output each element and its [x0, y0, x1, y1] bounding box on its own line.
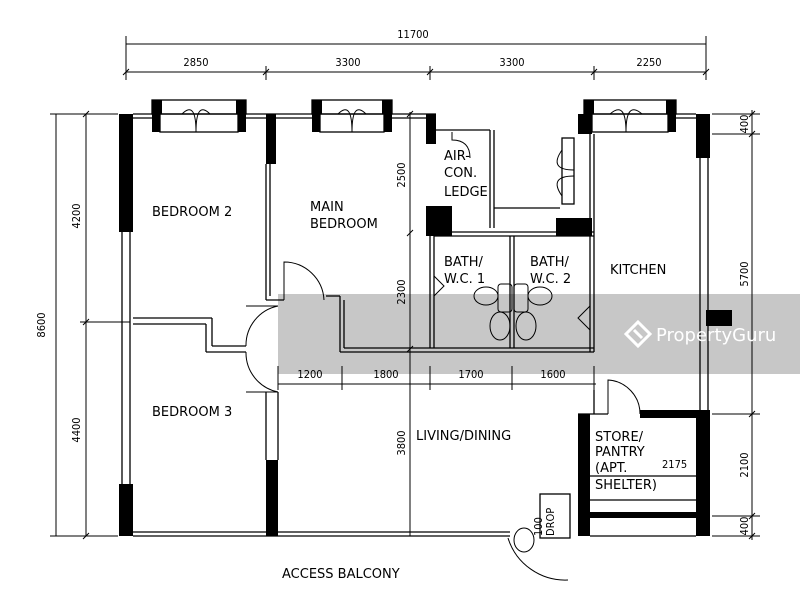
- label-bath2-1: BATH/: [530, 255, 570, 270]
- watermark-text: PropertyGuru: [656, 325, 776, 346]
- label-main-bedroom-2: BEDROOM: [310, 217, 378, 232]
- label-living-dining: LIVING/DINING: [416, 429, 511, 444]
- dim-left-total: 8600: [35, 312, 48, 337]
- dim-store: 2175: [662, 458, 687, 471]
- dim-top-4: 2250: [636, 56, 661, 69]
- dim-inner-v-1: 2500: [395, 162, 408, 187]
- door-aircon: [451, 132, 471, 159]
- dim-top-1: 2850: [183, 56, 208, 69]
- dim-inner-v-2: 2300: [395, 279, 408, 304]
- dim-top-2: 3300: [335, 56, 360, 69]
- dim-inner-v-3: 3800: [395, 430, 408, 455]
- label-kitchen: KITCHEN: [610, 263, 666, 278]
- dim-top-3: 3300: [499, 56, 524, 69]
- doors: [245, 132, 641, 415]
- window-aircon: [556, 137, 575, 205]
- door-store: [607, 379, 641, 415]
- dim-inner-h-1: 1200: [297, 368, 322, 381]
- label-store-4: SHELTER): [595, 478, 657, 493]
- label-aircon-1: AIR-: [444, 149, 470, 164]
- dim-right-1: 400: [738, 115, 751, 134]
- fixtures: [473, 283, 571, 581]
- top-dimensions: 11700 2850 3300 3300 2250: [122, 28, 710, 80]
- door-bedroom2: [245, 305, 279, 347]
- window-bedroom2: [151, 99, 247, 133]
- label-main-bedroom-1: MAIN: [310, 200, 344, 215]
- label-store-3: (APT.: [595, 461, 627, 476]
- door-bedroom3: [245, 351, 279, 393]
- door-bath1: [433, 275, 445, 297]
- watermark: PropertyGuru: [278, 294, 800, 374]
- left-dimensions: 8600 4200 4400: [35, 110, 130, 540]
- label-aircon-2: CON.: [444, 166, 477, 181]
- partitions: [133, 134, 710, 518]
- windows: [151, 99, 677, 205]
- door-main-bedroom: [283, 261, 325, 301]
- label-access-balcony: ACCESS BALCONY: [282, 567, 400, 582]
- label-bath1-1: BATH/: [444, 255, 484, 270]
- dim-left-1: 4200: [70, 203, 83, 228]
- window-kitchen: [583, 99, 677, 133]
- window-main-bedroom: [311, 99, 393, 133]
- door-bath2: [577, 305, 591, 331]
- inner-dimensions: 2500 2300 3800 1200 1800 1700 1600: [277, 110, 596, 536]
- room-labels: BEDROOM 2 MAIN BEDROOM AIR- CON. LEDGE B…: [152, 149, 687, 582]
- dim-overall-width: 11700: [397, 28, 428, 41]
- label-refuse-1: 100: [532, 517, 545, 536]
- dim-inner-h-4: 1600: [540, 368, 565, 381]
- label-store-2: PANTRY: [595, 445, 645, 460]
- dim-right-2: 5700: [738, 261, 751, 286]
- right-dimensions: 400 5700 2100 400: [712, 110, 760, 540]
- dim-inner-h-2: 1800: [373, 368, 398, 381]
- label-refuse-2: DROP: [544, 508, 557, 536]
- label-bedroom-3: BEDROOM 3: [152, 405, 232, 420]
- label-bath2-2: W.C. 2: [530, 272, 571, 287]
- dim-right-3: 2100: [738, 452, 751, 477]
- dim-inner-h-3: 1700: [458, 368, 483, 381]
- label-aircon-3: LEDGE: [444, 185, 488, 200]
- label-store-1: STORE/: [595, 430, 644, 445]
- label-bath1-2: W.C. 1: [444, 272, 485, 287]
- dim-right-4: 400: [738, 517, 751, 536]
- propertyguru-logo-icon: [623, 319, 653, 349]
- label-bedroom-2: BEDROOM 2: [152, 205, 232, 220]
- dim-left-2: 4400: [70, 417, 83, 442]
